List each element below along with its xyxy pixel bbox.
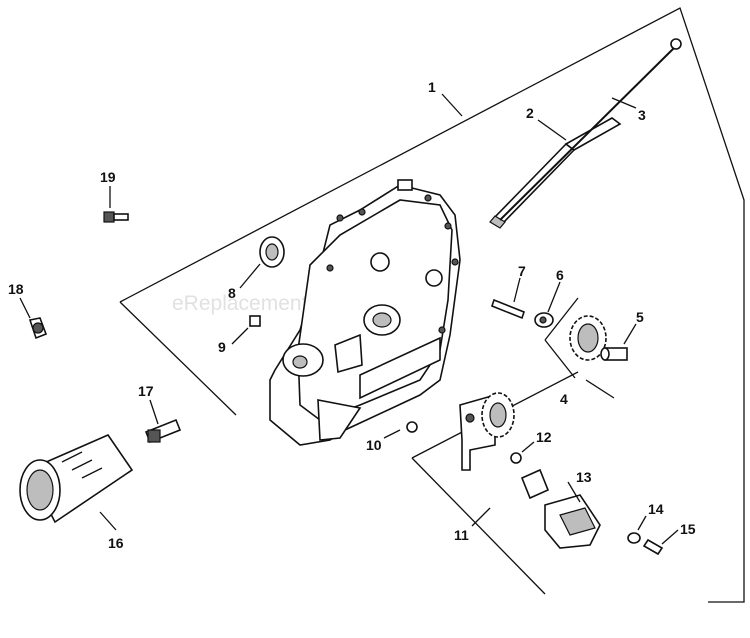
- callout-labels: 1 2 3 4 5 6 7 8 9 10 11 12 13 14 15 16 1…: [8, 79, 696, 551]
- assembly-outline-1: [119, 7, 745, 603]
- callout-3: 3: [638, 107, 646, 123]
- callout-17: 17: [138, 383, 154, 399]
- callout-9: 9: [218, 339, 226, 355]
- fitting-part: [520, 468, 550, 500]
- shaft-part: [600, 347, 628, 361]
- callout-5: 5: [636, 309, 644, 325]
- callout-8: 8: [228, 285, 236, 301]
- callout-11: 11: [454, 527, 469, 543]
- callout-6: 6: [556, 267, 564, 283]
- callout-13: 13: [576, 469, 592, 485]
- bolt-part: [103, 211, 129, 223]
- dowel-pin-part: [249, 315, 261, 327]
- washer-14-part: [627, 532, 641, 544]
- gear-cover-housing: [269, 179, 461, 446]
- o-ring-12-part: [510, 452, 522, 464]
- o-ring-10-part: [406, 421, 418, 433]
- callout-4: 4: [560, 391, 568, 407]
- oil-pickup-part: [544, 494, 601, 549]
- oil-sensor-part: [28, 317, 48, 340]
- callout-7: 7: [518, 263, 526, 279]
- oil-pump-assembly-part: [459, 392, 515, 471]
- governor-gear-part: [569, 315, 607, 361]
- washer-part: [534, 312, 554, 328]
- callout-10: 10: [366, 437, 382, 453]
- leader-lines: [19, 93, 679, 545]
- callout-1: 1: [428, 79, 436, 95]
- oil-filter-part: [19, 434, 134, 524]
- callout-2: 2: [526, 105, 534, 121]
- dipstick-part: [499, 38, 682, 221]
- screw-15-part: [642, 538, 664, 556]
- adapter-nipple-part: [144, 418, 182, 444]
- oil-seal-part: [259, 236, 285, 268]
- callout-18: 18: [8, 281, 24, 297]
- callout-19: 19: [100, 169, 116, 185]
- assembly-outline-4: [544, 297, 579, 379]
- callout-12: 12: [536, 429, 552, 445]
- callout-16: 16: [108, 535, 124, 551]
- callout-15: 15: [680, 521, 696, 537]
- callout-14: 14: [648, 501, 664, 517]
- pin-part: [491, 298, 525, 320]
